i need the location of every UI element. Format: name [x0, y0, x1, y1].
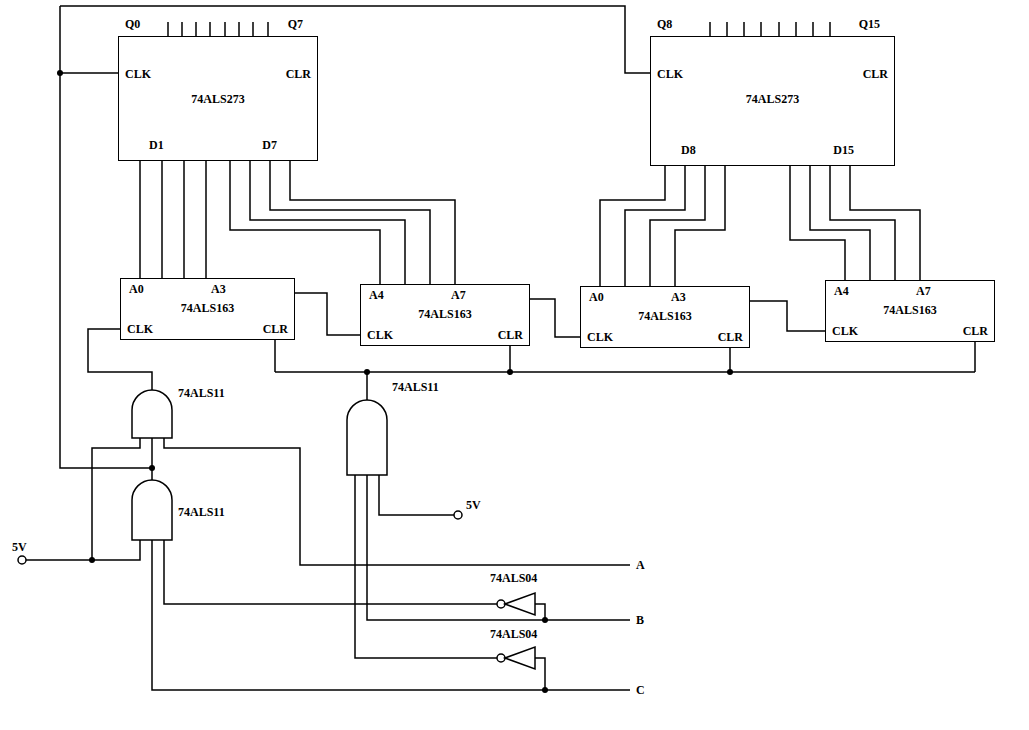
pin-label: Q8	[657, 17, 672, 31]
clear-bus	[275, 340, 975, 400]
pin-label: CLK	[657, 67, 683, 81]
signal-name: C	[636, 683, 645, 697]
output-pins	[168, 22, 830, 36]
supply-wire	[26, 475, 454, 560]
chip-part-number: 74ALS273	[746, 92, 799, 106]
chip-part-number: 74ALS163	[883, 303, 936, 317]
signal-name: A	[636, 558, 645, 572]
supply-terminal	[18, 556, 26, 564]
junction-dot	[542, 687, 548, 693]
pin-label: CLR	[718, 330, 743, 344]
supply-label: 5V	[12, 540, 27, 554]
gate-part-number: 74ALS11	[178, 505, 225, 519]
supply-terminal	[454, 511, 462, 519]
data-wire	[250, 161, 405, 284]
junction-dot	[727, 369, 733, 375]
clock-wire	[60, 6, 650, 468]
latch-chip: Q8Q15CLKCLR74ALS273D8D15	[650, 36, 895, 166]
pin-label: A3	[211, 282, 226, 296]
chip-part-number: 74ALS273	[191, 92, 244, 106]
chip-part-number: 74ALS163	[181, 301, 234, 315]
pin-label: CLR	[863, 67, 888, 81]
pin-label: CLK	[587, 330, 613, 344]
data-wire	[183, 161, 185, 278]
data-wire	[290, 161, 455, 284]
data-wire	[139, 161, 141, 278]
pin-label: A7	[451, 288, 466, 302]
junction-dot	[364, 369, 370, 375]
pin-label: D15	[833, 143, 854, 157]
counter-chip: A4 A7 74ALS163CLK CLR	[360, 284, 530, 346]
pin-label: CLK	[832, 324, 858, 338]
junction-dot	[507, 369, 513, 375]
counter-chip: A0 A3 74ALS163CLK CLR	[120, 278, 295, 340]
pin-label: D7	[262, 138, 277, 152]
pin-label: Q7	[288, 17, 303, 31]
data-wire	[205, 161, 207, 278]
data-wire	[790, 166, 845, 280]
junction-dot	[149, 465, 155, 471]
data-wire	[850, 166, 920, 280]
data-wire	[830, 166, 895, 280]
gate-part-number: 74ALS11	[178, 386, 225, 400]
counter-chip: A0 A3 74ALS163CLK CLR	[580, 286, 750, 348]
gate-input-wire	[92, 438, 630, 565]
pin-label: Q15	[859, 17, 880, 31]
supply-label: 5V	[466, 498, 481, 512]
pin-label: A4	[834, 284, 849, 298]
and-gate	[132, 480, 172, 540]
pin-label: CLR	[498, 328, 523, 342]
signal-wire	[152, 475, 630, 690]
junction-dot	[542, 617, 548, 623]
pin-label: D8	[681, 143, 696, 157]
data-wire	[675, 166, 725, 286]
pin-label: CLK	[125, 67, 151, 81]
gate-part-number: 74ALS04	[490, 571, 537, 585]
pin-label: CLR	[286, 67, 311, 81]
counter-chip: A4 A7 74ALS163CLK CLR	[825, 280, 995, 342]
latch-chip: Q0Q7CLKCLR74ALS273D1D7	[118, 36, 318, 161]
inverter-gate	[505, 593, 535, 615]
pin-label: A0	[129, 282, 144, 296]
data-wire	[810, 166, 870, 280]
pin-label: Q0	[125, 17, 140, 31]
data-wire	[230, 161, 380, 284]
pin-label: CLR	[963, 324, 988, 338]
pin-label: A4	[369, 288, 384, 302]
data-wire	[161, 161, 163, 278]
pin-label: A3	[671, 290, 686, 304]
and-gate	[347, 400, 387, 475]
data-wire	[600, 166, 665, 286]
junction-dot	[89, 557, 95, 563]
chip-part-number: 74ALS163	[418, 307, 471, 321]
chip-part-number: 74ALS163	[638, 309, 691, 323]
pin-label: CLK	[127, 322, 153, 336]
gate-part-number: 74ALS04	[490, 627, 537, 641]
data-wire	[650, 166, 705, 286]
inverter-gate	[505, 647, 535, 669]
data-wire	[625, 166, 685, 286]
pin-label: CLR	[263, 322, 288, 336]
inverter-bubble	[497, 654, 505, 662]
inverter-bubble	[497, 600, 505, 608]
junction-dot	[57, 70, 63, 76]
pin-label: A7	[916, 284, 931, 298]
data-wire	[270, 161, 430, 284]
gate-part-number: 74ALS11	[392, 380, 439, 394]
signal-name: B	[636, 613, 644, 627]
pin-label: D1	[149, 138, 164, 152]
pin-label: A0	[589, 290, 604, 304]
pin-label: CLK	[367, 328, 393, 342]
and-gate	[132, 390, 172, 438]
